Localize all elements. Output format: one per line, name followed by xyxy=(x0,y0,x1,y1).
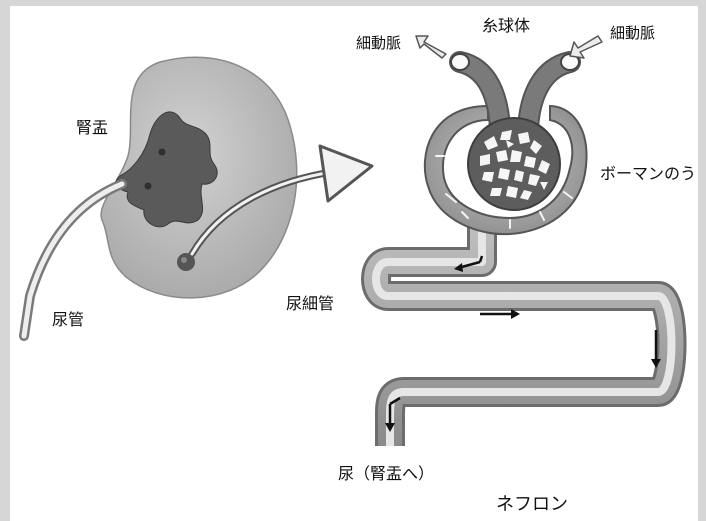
renal-pelvis-label: 腎盂 xyxy=(76,120,108,136)
ureter-label: 尿管 xyxy=(52,312,84,328)
outflow-arrow-icon xyxy=(416,36,446,58)
nephron-label: ネフロン xyxy=(496,496,568,514)
inflow-arrow-icon xyxy=(570,36,602,58)
nephron-diagram xyxy=(10,6,698,521)
tubule-label: 尿細管 xyxy=(286,296,334,312)
glomerulus-label: 糸球体 xyxy=(482,18,530,34)
glomerulus xyxy=(468,118,560,210)
arteriole-label-right: 細動脈 xyxy=(610,26,655,41)
arteriole-label-left: 細動脈 xyxy=(356,36,401,51)
bowman-capsule-label: ボーマンのう xyxy=(600,166,696,182)
urine-label: 尿（腎盂へ） xyxy=(338,466,434,482)
renal-tubule xyxy=(376,226,672,446)
figure-frame: 糸球体 細動脈 細動脈 腎盂 尿管 ボーマンのう 尿細管 尿（腎盂へ） ネフロン xyxy=(10,6,698,521)
